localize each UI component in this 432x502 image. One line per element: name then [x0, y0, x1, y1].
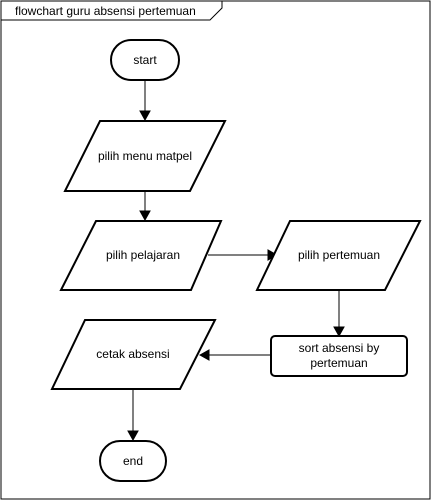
sort-absensi-label-line1: sort absensi by — [299, 341, 380, 355]
node-pilih-pertemuan: pilih pertemuan — [255, 220, 422, 291]
start-label: start — [133, 53, 157, 67]
node-pilih-menu-matpel: pilih menu matpel — [63, 120, 227, 192]
node-sort-absensi: sort absensi by pertemuan — [270, 335, 408, 377]
diagram-title: flowchart guru absensi pertemuan — [15, 4, 196, 18]
node-pilih-pelajaran: pilih pelajaran — [59, 220, 223, 291]
edge-start-to-pilih-menu-matpel — [139, 81, 151, 122]
pilih-pelajaran-label: pilih pelajaran — [106, 248, 180, 262]
pilih-menu-matpel-label: pilih menu matpel — [98, 149, 192, 163]
sort-absensi-rectangle — [270, 335, 408, 377]
node-cetak-absensi: cetak absensi — [50, 319, 217, 390]
cetak-absensi-label: cetak absensi — [96, 347, 169, 361]
start-terminator — [110, 39, 180, 81]
node-start: start — [110, 39, 180, 81]
edge-cetak-absensi-to-end — [127, 389, 139, 442]
edge-pilih-menu-matpel-to-pilih-pelajaran — [139, 192, 151, 222]
cetak-absensi-parallelogram — [50, 319, 217, 390]
edge-pilih-pertemuan-to-sort-absensi — [333, 291, 345, 338]
end-label: end — [123, 454, 143, 468]
edge-sort-absensi-to-cetak-absensi — [198, 349, 270, 361]
title-tab — [1, 1, 223, 21]
edge-pilih-pelajaran-to-pilih-pertemuan — [208, 249, 279, 261]
pilih-pertemuan-label: pilih pertemuan — [298, 248, 380, 262]
pilih-menu-matpel-parallelogram — [63, 120, 227, 192]
pilih-pelajaran-parallelogram — [59, 220, 223, 291]
pilih-pertemuan-parallelogram — [255, 220, 422, 291]
node-end: end — [99, 440, 167, 482]
end-terminator — [99, 440, 167, 482]
sort-absensi-label-line2: pertemuan — [310, 356, 367, 370]
